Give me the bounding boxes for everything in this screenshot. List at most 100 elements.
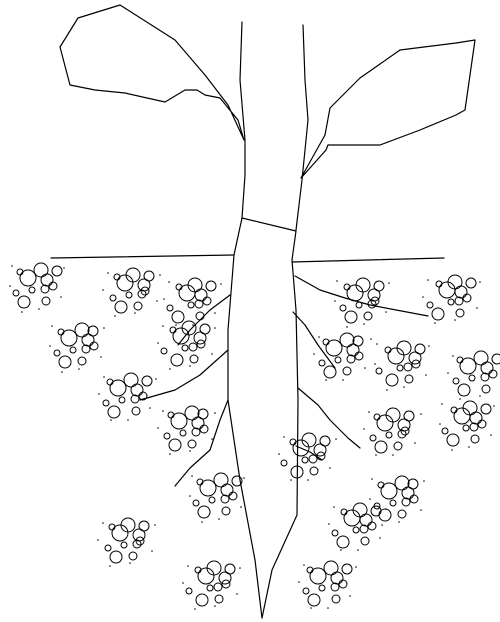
soil-speck xyxy=(374,363,376,365)
soil-particle xyxy=(377,415,393,431)
soil-speck xyxy=(333,506,335,508)
soil-particle xyxy=(142,376,152,386)
soil-speck xyxy=(420,509,422,511)
soil-particle xyxy=(481,373,489,381)
soil-particle xyxy=(489,370,497,378)
soil-speck xyxy=(386,389,388,391)
soil-particle xyxy=(458,384,470,396)
left-leaf xyxy=(60,5,244,140)
soil-speck xyxy=(189,365,191,367)
soil-particle xyxy=(41,274,53,286)
soil-speck xyxy=(109,565,111,567)
soil-particle xyxy=(103,400,109,406)
soil-particle xyxy=(386,432,392,438)
soil-particle xyxy=(308,594,320,606)
soil-speck xyxy=(420,413,422,415)
soil-particle xyxy=(172,311,184,323)
soil-particle xyxy=(42,297,50,305)
soil-speck xyxy=(329,467,331,469)
soil-speck xyxy=(423,480,425,482)
soil-particle xyxy=(410,495,418,503)
soil-particle xyxy=(171,413,187,429)
soil-particle xyxy=(161,348,167,354)
soil-cluster xyxy=(157,321,216,370)
soil-speck xyxy=(428,345,430,347)
soil-particle xyxy=(360,514,372,526)
soil-speck xyxy=(452,355,454,357)
soil-particle xyxy=(200,324,210,334)
soil-speck xyxy=(334,300,336,302)
stem-left-edge xyxy=(240,22,245,218)
soil-particle xyxy=(470,423,478,431)
soil-particle xyxy=(179,285,195,301)
soil-cluster xyxy=(189,473,245,523)
soil-speck xyxy=(175,324,177,326)
soil-cluster xyxy=(369,476,425,526)
soil-particle xyxy=(52,266,62,276)
soil-particle xyxy=(332,530,338,536)
soil-particle xyxy=(121,518,135,532)
stem-base-line xyxy=(242,218,296,231)
soil-speck xyxy=(490,434,492,436)
soil-particle xyxy=(360,525,368,533)
soil-particle xyxy=(353,527,359,533)
soil-speck xyxy=(155,378,157,380)
soil-speck xyxy=(370,338,372,340)
soil-particle xyxy=(119,397,125,403)
soil-speck xyxy=(303,564,305,566)
soil-particle xyxy=(482,385,490,393)
soil-cluster xyxy=(163,278,222,326)
soil-particle xyxy=(374,281,384,291)
soil-speck xyxy=(63,267,65,269)
soil-particle xyxy=(379,509,391,521)
soil-particle xyxy=(386,408,400,422)
soil-particle xyxy=(331,572,343,584)
soil-particle xyxy=(180,430,186,436)
soil-particle xyxy=(397,341,411,355)
soil-particle xyxy=(13,290,19,296)
soil-particle xyxy=(214,583,222,591)
soil-particle xyxy=(347,355,355,363)
soil-cluster xyxy=(278,433,337,481)
soil-particle xyxy=(195,289,207,301)
soil-particle xyxy=(206,281,216,291)
soil-speck xyxy=(298,581,300,583)
soil-particle xyxy=(455,286,467,298)
soil-speck xyxy=(103,376,105,378)
root-branch xyxy=(140,350,228,400)
soil-particle xyxy=(481,404,491,414)
soil-particle xyxy=(353,503,367,517)
soil-particle xyxy=(131,395,139,403)
soil-particle xyxy=(29,287,35,293)
soil-particle xyxy=(105,545,111,551)
soil-particle xyxy=(196,594,208,606)
soil-particle xyxy=(207,561,221,575)
soil-speck xyxy=(218,518,220,520)
soil-speck xyxy=(182,582,184,584)
soil-particle xyxy=(132,407,140,415)
soil-particle xyxy=(388,348,404,364)
soil-particle xyxy=(386,374,398,386)
soil-particle xyxy=(121,542,127,548)
soil-speck xyxy=(189,495,191,497)
soil-particle xyxy=(398,510,406,518)
soil-particle xyxy=(355,352,363,360)
ground-line-left xyxy=(51,255,234,258)
soil-particle xyxy=(164,433,170,439)
soil-speck xyxy=(162,410,164,412)
soil-particle xyxy=(345,311,357,323)
soil-speck xyxy=(239,567,241,569)
soil-speck xyxy=(211,438,213,440)
soil-speck xyxy=(325,379,327,381)
soil-particle xyxy=(453,378,459,384)
soil-speck xyxy=(425,374,427,376)
soil-speck xyxy=(191,475,193,477)
soil-cluster xyxy=(439,401,495,451)
soil-particle xyxy=(415,344,425,354)
soil-particle xyxy=(229,492,237,500)
soil-speck xyxy=(129,562,131,564)
soil-particle xyxy=(215,595,223,603)
soil-particle xyxy=(112,525,128,541)
soil-speck xyxy=(98,393,100,395)
